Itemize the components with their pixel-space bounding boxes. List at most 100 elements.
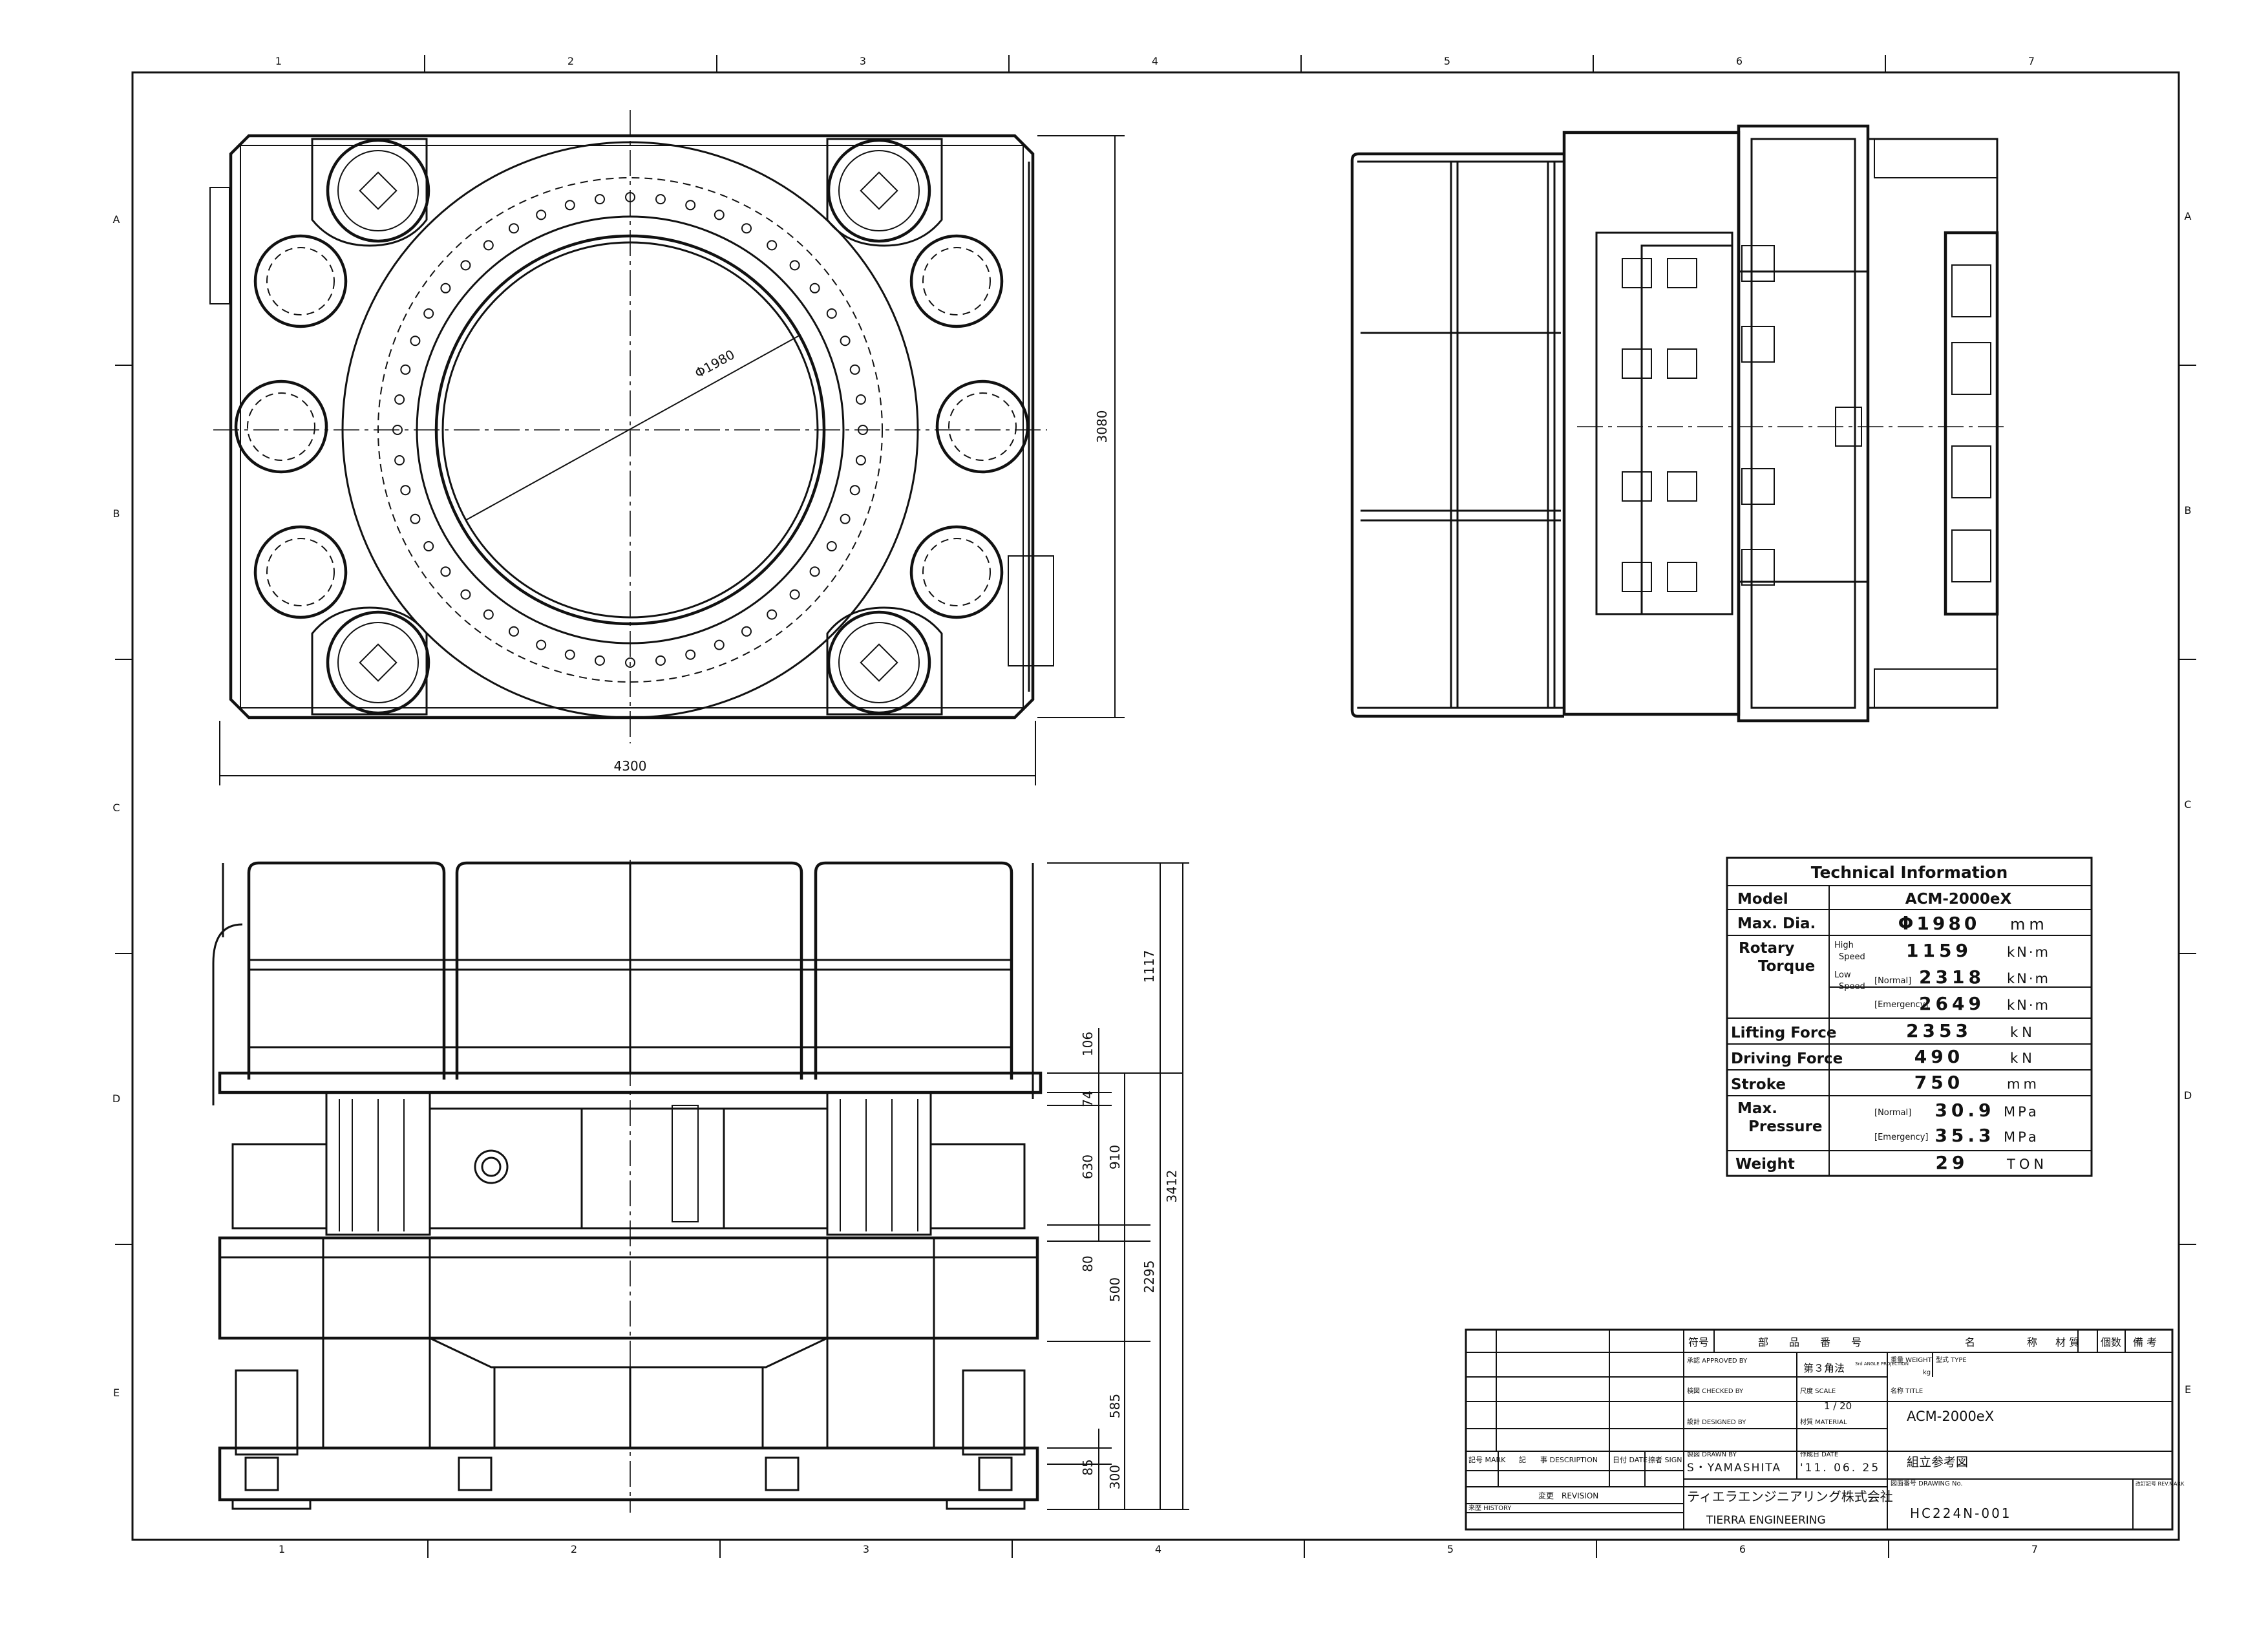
tech-pressure-emergency-value: 35.3 xyxy=(1934,1125,1995,1146)
bolt-hole xyxy=(483,609,494,620)
tech-low-emergency-tag: [Emergency] xyxy=(1874,1000,1928,1010)
tb-rev-date: 日付 DATE xyxy=(1613,1456,1648,1464)
bolt-hole xyxy=(440,566,451,577)
tech-model-label: Model xyxy=(1737,891,1788,908)
zone-labels: 1 2 3 4 5 6 7 1 2 3 4 5 6 7 A B C D E A … xyxy=(112,55,2192,1555)
bolt-hole xyxy=(509,626,519,637)
bolt-hole xyxy=(423,308,434,319)
tech-low-emergency-unit: kN·m xyxy=(2007,997,2050,1013)
col-label-top-6: 6 xyxy=(1736,55,1743,67)
dim-80: 80 xyxy=(1080,1255,1096,1272)
tb-material-label: 材質 MATERIAL xyxy=(1800,1418,1847,1426)
bolt-hole xyxy=(410,336,421,346)
bolt-hole xyxy=(536,639,547,650)
tech-driving-label: Driving Force xyxy=(1731,1050,1843,1067)
front-dimensions: 3412 1117 2295 106 74 630 910 80 500 585… xyxy=(1047,862,1189,1510)
tech-stroke-label: Stroke xyxy=(1731,1076,1786,1093)
bolt-hole xyxy=(840,336,851,346)
plan-height-dimension: 3080 xyxy=(1094,410,1110,443)
bolt-hole xyxy=(714,639,725,650)
row-label-right-e: E xyxy=(2185,1383,2191,1396)
bolt-hole xyxy=(809,566,820,577)
tb-rev-label: 改訂記号 REV.MARK xyxy=(2136,1480,2185,1487)
tb-drawn: 製図 DRAWN BY xyxy=(1687,1450,1737,1458)
tb-projection-en: 3rd ANGLE PROJECTION xyxy=(1855,1361,1909,1367)
bolt-hole xyxy=(460,260,471,271)
bolt-hole xyxy=(394,394,405,405)
col-label-bottom-6: 6 xyxy=(1739,1543,1746,1555)
dim-585: 585 xyxy=(1107,1394,1123,1418)
bolt-hole xyxy=(685,649,696,660)
bolt-hole xyxy=(460,589,471,600)
row-label-right-b: B xyxy=(2185,504,2192,517)
tb-header-part: 部 品 番 号 xyxy=(1758,1336,1861,1348)
row-label-right-c: C xyxy=(2184,798,2191,811)
bolt-hole xyxy=(595,194,605,205)
front-view-railing xyxy=(247,861,446,1080)
tech-info-table: Technical Information Model ACM-2000eX M… xyxy=(1726,857,2093,1177)
corner-cylinders xyxy=(326,138,931,715)
tb-title-label: 名称 TITLE xyxy=(1891,1387,1923,1395)
tech-pressure-normal-value: 30.9 xyxy=(1934,1100,1995,1121)
tech-stroke-value: 750 xyxy=(1914,1072,1964,1093)
bolt-hole xyxy=(595,655,605,666)
row-label-right-a: A xyxy=(2185,210,2192,222)
tech-low-normal-value: 2318 xyxy=(1919,966,1985,988)
tb-weight-label: 重量 WEIGHT xyxy=(1891,1356,1933,1364)
row-label-left-d: D xyxy=(112,1092,120,1105)
bolt-hole xyxy=(483,240,494,251)
tech-pressure-normal-unit: MPa xyxy=(2004,1104,2039,1120)
tech-pressure-label-2: Pressure xyxy=(1748,1118,1823,1135)
bolt-hole xyxy=(826,541,837,551)
col-label-bottom-2: 2 xyxy=(571,1543,577,1555)
bolt-hole xyxy=(564,649,575,660)
row-label-left-b: B xyxy=(113,507,120,520)
bolt-hole xyxy=(809,282,820,293)
tech-high-speed-2: Speed xyxy=(1839,952,1865,962)
tb-header-material: 材 質 xyxy=(2055,1336,2079,1348)
col-label-top-2: 2 xyxy=(567,55,574,67)
tech-info-title: Technical Information xyxy=(1811,863,2008,882)
plan-dimensions: 4300 3080 xyxy=(219,135,1125,785)
tb-drawn-name: S・YAMASHITA xyxy=(1687,1462,1781,1475)
end-view xyxy=(1350,124,2004,723)
tech-low-speed-1: Low xyxy=(1834,970,1851,980)
tb-date-value: '11. 06. 25 xyxy=(1800,1462,1880,1475)
col-label-bottom-4: 4 xyxy=(1155,1543,1161,1555)
bolt-hole xyxy=(685,200,696,211)
dim-106: 106 xyxy=(1080,1032,1096,1056)
tech-high-speed-1: High xyxy=(1834,941,1854,950)
bolt-hole xyxy=(849,485,860,496)
tech-driving-unit: kN xyxy=(2010,1050,2036,1066)
bolt-hole xyxy=(849,364,860,375)
tb-history: 来歴 HISTORY xyxy=(1468,1504,1512,1512)
bolt-hole xyxy=(826,308,837,319)
dim-85: 85 xyxy=(1080,1459,1096,1475)
dim-500: 500 xyxy=(1107,1277,1123,1302)
title-block: 符号 部 品 番 号 名 称 材 質 個数 備 考 承認 APPROVED BY… xyxy=(1465,1328,2185,1531)
tb-revision: 変更 REVISION xyxy=(1538,1491,1598,1500)
tech-lifting-value: 2353 xyxy=(1906,1020,1972,1041)
col-label-bottom-1: 1 xyxy=(279,1543,285,1555)
col-label-top-7: 7 xyxy=(2028,55,2035,67)
tech-high-unit: kN·m xyxy=(2007,944,2050,960)
bolt-hole xyxy=(855,394,866,405)
dim-300: 300 xyxy=(1107,1465,1123,1489)
tech-lifting-label: Lifting Force xyxy=(1731,1025,1836,1041)
tech-stroke-unit: mm xyxy=(2007,1076,2040,1092)
plan-view: Φ1980 4300 3080 xyxy=(209,110,1125,785)
bolt-hole xyxy=(509,223,519,234)
dim-2295: 2295 xyxy=(1141,1261,1157,1294)
tb-scale-label: 尺度 SCALE xyxy=(1800,1387,1836,1395)
bolt-hole xyxy=(741,626,752,637)
tb-drawing-no-label: 図面番号 DRAWING No. xyxy=(1891,1480,1963,1487)
bolt-hole xyxy=(714,209,725,220)
tech-low-speed-2: Speed xyxy=(1839,982,1865,992)
tb-approved: 承認 APPROVED BY xyxy=(1687,1356,1748,1365)
tech-high-value: 1159 xyxy=(1906,940,1972,961)
tech-weight-value: 29 xyxy=(1936,1152,1969,1173)
bolt-hole xyxy=(536,209,547,220)
tb-header-name: 名 称 xyxy=(1965,1336,2037,1348)
